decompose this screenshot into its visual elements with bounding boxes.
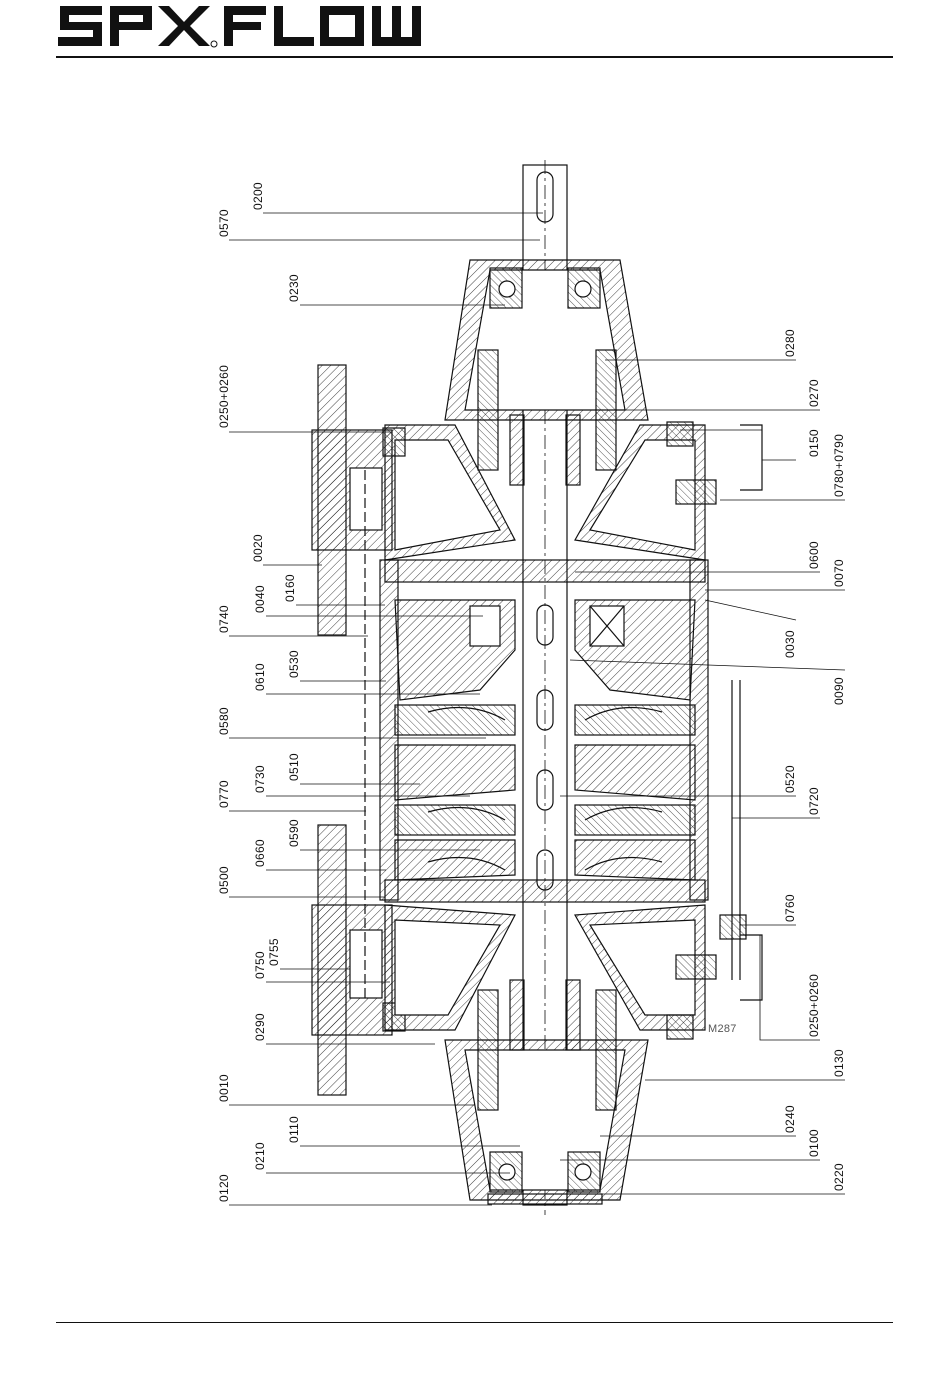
callout-label: 0220 bbox=[832, 1163, 846, 1191]
callout-label: 0750 bbox=[253, 951, 267, 979]
callout-label: 0500 bbox=[217, 866, 231, 894]
callout-label: 0070 bbox=[832, 559, 846, 587]
callout-label: 0150 bbox=[807, 429, 821, 457]
callout-label: 0280 bbox=[783, 329, 797, 357]
callout-label: 0120 bbox=[217, 1174, 231, 1202]
callout-label: 0520 bbox=[783, 765, 797, 793]
callout-label: 0100 bbox=[807, 1129, 821, 1157]
callout-label: 0610 bbox=[253, 663, 267, 691]
callouts-left: 0200 0570 0230 0250+0260 0020 0160 0040 … bbox=[217, 182, 301, 1202]
callout-label: 0230 bbox=[287, 274, 301, 302]
callout-label: 0110 bbox=[287, 1116, 301, 1143]
callout-label: 0270 bbox=[807, 379, 821, 407]
drawing-reference: M287 bbox=[708, 1023, 737, 1035]
callout-label: 0250+0260 bbox=[807, 974, 821, 1037]
callout-label: 0660 bbox=[253, 839, 267, 867]
callout-label: 0090 bbox=[832, 677, 846, 705]
callout-label: 0020 bbox=[251, 534, 265, 562]
pump-assembly bbox=[312, 160, 762, 1215]
callout-label: 0770 bbox=[217, 780, 231, 808]
callout-label: 0590 bbox=[287, 819, 301, 847]
callout-label: 0210 bbox=[253, 1142, 267, 1170]
callout-label: 0030 bbox=[783, 630, 797, 658]
callout-label: 0010 bbox=[217, 1074, 231, 1102]
callout-label: 0200 bbox=[251, 182, 265, 210]
callouts-right: 0280 0270 0150 0780+0790 0600 0070 0030 … bbox=[783, 329, 846, 1191]
callout-label: 0130 bbox=[832, 1049, 846, 1077]
callout-label: 0040 bbox=[253, 585, 267, 613]
callout-label: 0720 bbox=[807, 787, 821, 815]
callout-label: 0250+0260 bbox=[217, 365, 231, 428]
callout-label: 0510 bbox=[287, 753, 301, 781]
callout-label: 0160 bbox=[283, 574, 297, 602]
callout-label: 0240 bbox=[783, 1105, 797, 1133]
callout-label: 0755 bbox=[267, 938, 281, 966]
callout-label: 0760 bbox=[783, 894, 797, 922]
callout-label: 0740 bbox=[217, 605, 231, 633]
callout-label: 0580 bbox=[217, 707, 231, 735]
callout-label: 0290 bbox=[253, 1013, 267, 1041]
callout-label: 0530 bbox=[287, 650, 301, 678]
callout-label: 0730 bbox=[253, 765, 267, 793]
callout-label: 0600 bbox=[807, 541, 821, 569]
callout-label: 0570 bbox=[217, 209, 231, 237]
callout-label: 0780+0790 bbox=[832, 434, 846, 497]
